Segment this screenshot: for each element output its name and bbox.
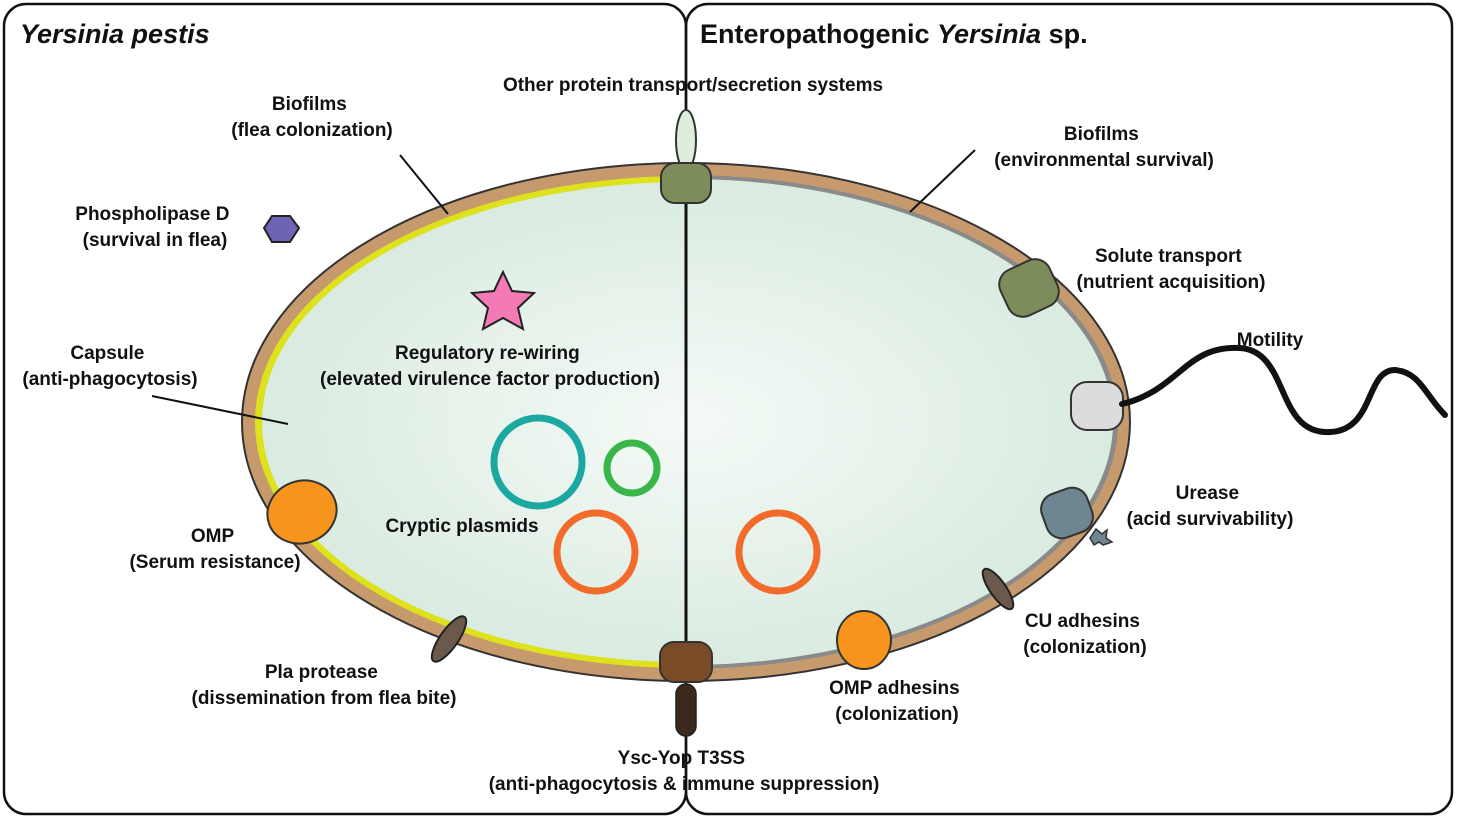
pestis-cell: [241, 162, 686, 682]
label-ysc-t3ss: Ysc-Yop T3SS (anti-phagocytosis & immune…: [489, 748, 880, 795]
leader-biofilms-right: [909, 149, 976, 213]
plasmid-teal-icon: [490, 414, 586, 510]
phospholipase-hexagon-icon: [262, 215, 301, 243]
leader-capsule: [151, 395, 289, 425]
solute-transporter-icon: [998, 258, 1060, 318]
label-biofilms-right: Biofilms (environmental survival): [994, 124, 1214, 171]
label-capsule: Capsule (anti-phagocytosis): [22, 343, 197, 390]
other-transport-system-icon: [660, 162, 712, 204]
label-regulatory: Regulatory re-wiring (elevated virulence…: [320, 343, 660, 390]
label-cu-adhesins: CU adhesins (colonization): [1023, 611, 1146, 658]
plasmid-orange-left-icon: [553, 509, 639, 595]
left-panel-title: Yersinia pestis: [20, 19, 210, 49]
omp-adhesin-icon: [836, 610, 892, 670]
plasmid-orange-right-icon: [735, 509, 821, 595]
urease-molecule-icon: [1089, 527, 1114, 547]
label-biofilms-left: Biofilms (flea colonization): [231, 94, 393, 141]
label-motility: Motility: [1237, 330, 1304, 351]
label-omp-serum: OMP (Serum resistance): [129, 526, 300, 573]
label-phospholipase: Phospholipase D (survival in flea): [75, 204, 234, 251]
ysc-t3ss-base-icon: [659, 641, 713, 683]
flagellar-motor-icon: [1070, 381, 1124, 431]
flagellum-icon: [1119, 344, 1448, 436]
secretion-channel-icon: [675, 109, 697, 171]
ysc-t3ss-needle-icon: [675, 683, 697, 737]
urease-transporter-icon: [1040, 486, 1094, 540]
leader-biofilms-left: [399, 154, 449, 215]
plasmid-green-icon: [603, 439, 661, 497]
label-urease: Urease (acid survivability): [1127, 483, 1294, 530]
label-cryptic-plasmids: Cryptic plasmids: [385, 516, 538, 537]
pla-protease-icon: [430, 615, 468, 663]
right-panel-title: Enteropathogenic Yersinia sp.: [700, 19, 1088, 49]
label-other-transport: Other protein transport/secretion system…: [503, 75, 883, 96]
label-omp-adhesins: OMP adhesins (colonization): [829, 678, 965, 725]
cu-adhesin-icon: [981, 567, 1015, 611]
regulatory-star-icon: [469, 269, 537, 331]
omp-serum-icon: [266, 479, 338, 545]
label-pla-protease: Pla protease (dissemination from flea bi…: [192, 662, 457, 709]
label-solute-transport: Solute transport (nutrient acquisition): [1077, 246, 1266, 293]
